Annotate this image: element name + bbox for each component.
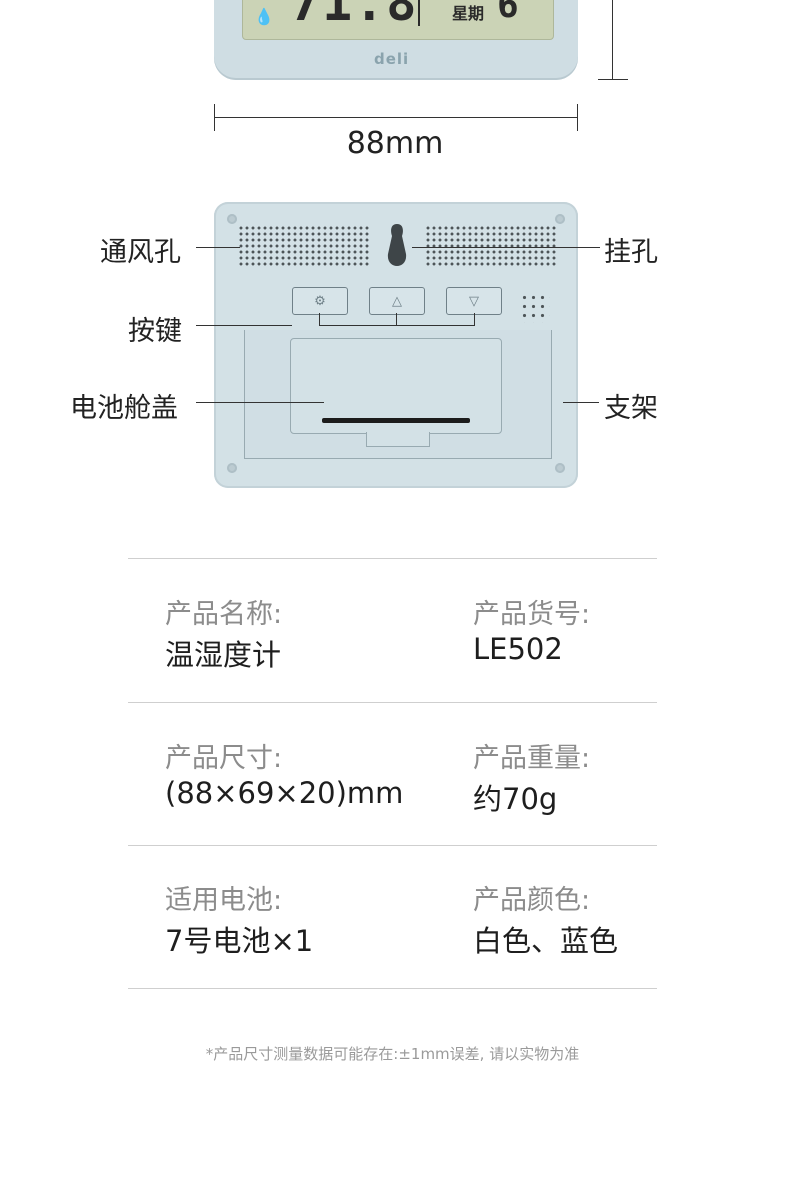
spec-value: 约70g bbox=[473, 782, 558, 816]
up-button[interactable]: △ bbox=[369, 287, 425, 315]
spec-value: 7号电池×1 bbox=[165, 924, 314, 958]
screw-icon bbox=[555, 214, 565, 224]
lcd-humidity-readout: 71.8 bbox=[290, 0, 419, 32]
width-dimension-label: 88mm bbox=[346, 126, 444, 161]
spec-label: 适用电池: bbox=[165, 885, 283, 916]
width-dimension-line bbox=[214, 117, 578, 118]
lcd-separator bbox=[418, 0, 420, 26]
callout-battery-cover-label: 电池舱盖 bbox=[70, 393, 178, 424]
spec-label: 产品重量: bbox=[473, 743, 591, 774]
spec-divider bbox=[128, 558, 657, 559]
spec-value: 白色、蓝色 bbox=[473, 924, 619, 958]
width-dimension-cap-right bbox=[577, 104, 578, 131]
width-dimension-cap-left bbox=[214, 104, 215, 131]
brand-logo: deli bbox=[374, 50, 410, 68]
footnote-disclaimer: *产品尺寸测量数据可能存在:±1mm误差, 请以实物为准 bbox=[205, 1045, 580, 1063]
water-drop-icon: 💧 bbox=[254, 7, 274, 26]
settings-button[interactable]: ⚙ bbox=[292, 287, 348, 315]
spec-label: 产品颜色: bbox=[473, 885, 591, 916]
callout-stand-label: 支架 bbox=[604, 393, 658, 424]
vent-grille-right bbox=[425, 225, 557, 267]
lcd-weekday-value: 6 bbox=[497, 0, 519, 26]
lcd-weekday-label: 星期 bbox=[452, 4, 485, 23]
spec-divider bbox=[128, 988, 657, 989]
spec-value: (88×69×20)mm bbox=[165, 776, 404, 810]
battery-cover-slot bbox=[322, 418, 470, 423]
gear-icon: ⚙ bbox=[314, 293, 326, 309]
callout-buttons-line bbox=[196, 325, 292, 326]
callout-vent-line bbox=[196, 247, 240, 248]
screw-icon bbox=[555, 463, 565, 473]
down-button[interactable]: ▽ bbox=[446, 287, 502, 315]
stand-side-right bbox=[548, 330, 579, 458]
spec-label: 产品尺寸: bbox=[165, 743, 283, 774]
callout-buttons-label: 按键 bbox=[128, 316, 182, 347]
callout-vent-label: 通风孔 bbox=[100, 237, 181, 268]
screw-icon bbox=[227, 214, 237, 224]
callout-buttons-mid bbox=[396, 313, 397, 325]
spec-label: 产品货号: bbox=[473, 599, 591, 630]
lcd-screen bbox=[242, 0, 554, 40]
vent-grille-left bbox=[238, 225, 370, 267]
spec-value: 温湿度计 bbox=[165, 638, 282, 672]
height-dimension-cap bbox=[598, 79, 628, 80]
down-triangle-icon: ▽ bbox=[469, 293, 479, 309]
spec-value: LE502 bbox=[473, 632, 563, 666]
height-dimension-line bbox=[612, 0, 613, 80]
callout-buttons-bracket bbox=[319, 313, 475, 326]
spec-label: 产品名称: bbox=[165, 599, 283, 630]
spec-divider bbox=[128, 702, 657, 703]
screw-icon bbox=[227, 463, 237, 473]
callout-battery-cover-line bbox=[196, 402, 324, 403]
up-triangle-icon: △ bbox=[392, 293, 402, 309]
speaker-holes bbox=[520, 293, 550, 323]
stand-side-left bbox=[214, 330, 245, 458]
callout-hang-hole-label: 挂孔 bbox=[604, 237, 658, 268]
callout-hang-hole-line bbox=[412, 247, 600, 248]
callout-stand-line bbox=[563, 402, 599, 403]
spec-divider bbox=[128, 845, 657, 846]
battery-cover-tab bbox=[366, 432, 430, 447]
hang-hole-icon bbox=[387, 224, 407, 266]
